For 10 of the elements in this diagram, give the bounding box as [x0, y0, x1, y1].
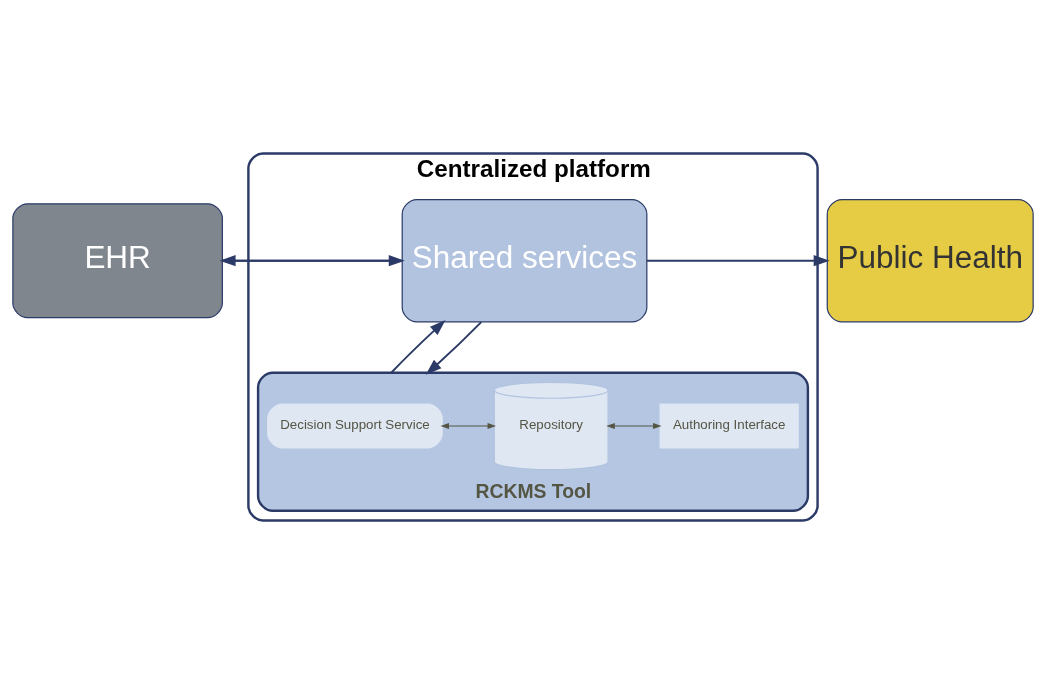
node-box: Decision Support Service — [267, 403, 443, 449]
node-box: Shared services — [401, 198, 648, 323]
node-box: EHR — [12, 203, 223, 319]
arrow — [425, 321, 483, 375]
arrow — [440, 423, 496, 429]
node-box: Public Health — [826, 198, 1034, 323]
arrow — [606, 423, 662, 429]
arrow — [390, 320, 446, 374]
node-box: Authoring Interface — [659, 403, 799, 449]
arrow — [645, 255, 830, 267]
